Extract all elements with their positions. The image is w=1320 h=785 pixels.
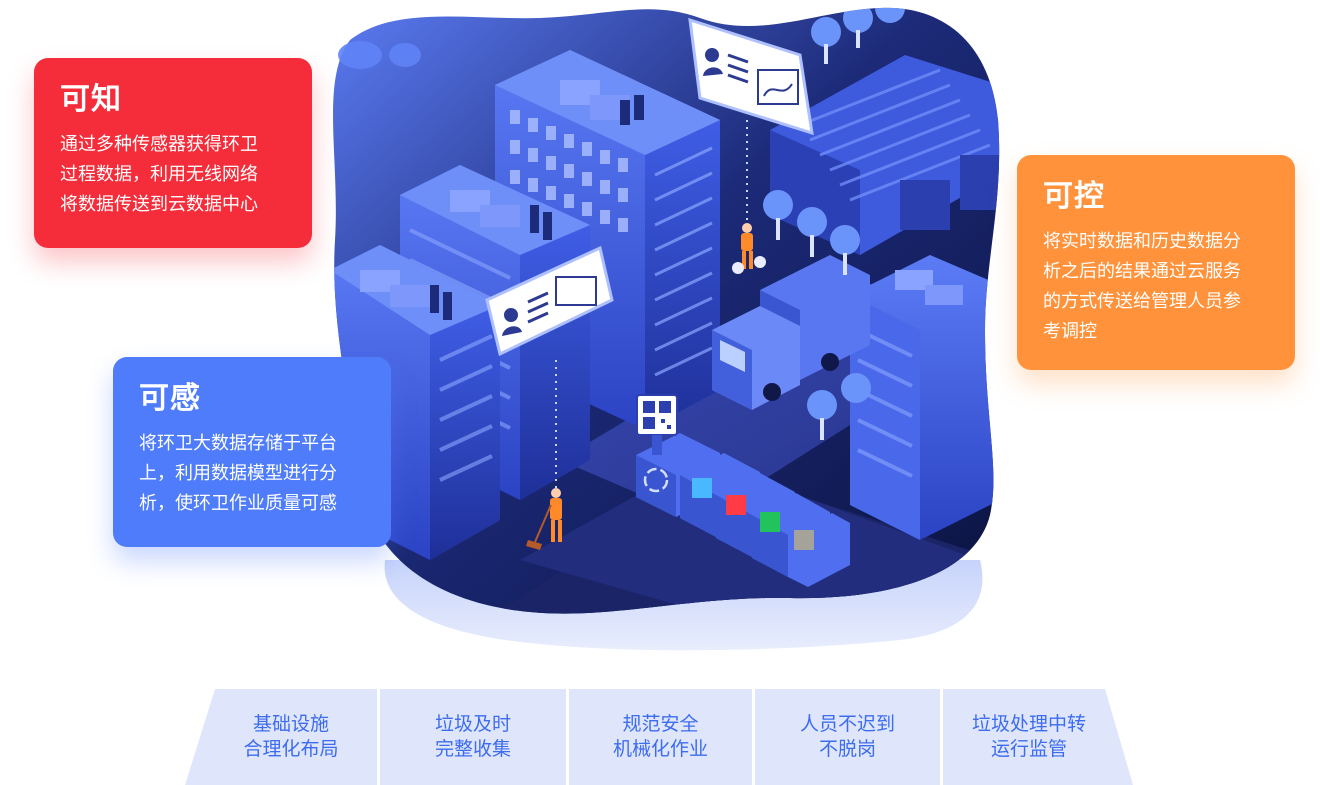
card-control-line-4: 考调控: [1043, 321, 1097, 342]
feature-infrastructure-layout: 基础设施 合理化布局: [205, 689, 377, 785]
feature-strip: 基础设施 合理化布局 垃圾及时 完整收集 规范安全 机械化作业 人员不迟到 不脱…: [185, 689, 1133, 785]
card-know-line-3: 将数据传送到云数据中心: [60, 194, 258, 215]
card-sense-title: 可感: [139, 381, 201, 416]
card-know-line-2: 过程数据，利用无线网络: [60, 164, 258, 185]
qr-code-icon: [636, 394, 678, 455]
person-id-card-icon: [485, 245, 614, 357]
card-sense-line-3: 析，使环卫作业质量可感: [139, 493, 337, 514]
feature-transfer-supervision: 垃圾处理中转 运行监管: [943, 689, 1115, 785]
card-know-title: 可知: [60, 82, 122, 117]
feature-timely-collection: 垃圾及时 完整收集: [380, 689, 566, 785]
feature-strip-background: [185, 689, 1133, 785]
card-control: 可控 将实时数据和历史数据分 析之后的结果通过云服务 的方式传送给管理人员参 考…: [1017, 155, 1295, 370]
card-know-line-1: 通过多种传感器获得环卫: [60, 134, 258, 155]
card-sense: 可感 将环卫大数据存储于平台 上，利用数据模型进行分 析，使环卫作业质量可感: [113, 357, 391, 547]
feature-safe-mechanized-work: 规范安全 机械化作业: [569, 689, 752, 785]
recycle-icon: [643, 467, 669, 493]
feature-1-line-2: 合理化布局: [243, 738, 339, 760]
feature-2-line-1: 垃圾及时: [434, 713, 511, 735]
feature-4-line-2: 不脱岗: [818, 738, 876, 760]
feature-4-line-1: 人员不迟到: [799, 713, 895, 735]
card-control-line-2: 析之后的结果通过云服务: [1043, 261, 1241, 282]
feature-1-line-1: 基础设施: [252, 713, 329, 735]
feature-staff-attendance: 人员不迟到 不脱岗: [755, 689, 940, 785]
card-know: 可知 通过多种传感器获得环卫 过程数据，利用无线网络 将数据传送到云数据中心: [34, 58, 312, 248]
card-control-line-1: 将实时数据和历史数据分: [1043, 231, 1241, 252]
card-sense-line-2: 上，利用数据模型进行分: [139, 463, 337, 484]
feature-3-line-1: 规范安全: [622, 713, 699, 735]
feature-5-line-1: 垃圾处理中转: [971, 713, 1086, 735]
feature-5-line-2: 运行监管: [990, 738, 1067, 760]
card-control-title: 可控: [1043, 179, 1105, 214]
card-sense-line-1: 将环卫大数据存储于平台: [139, 433, 337, 454]
card-control-line-3: 的方式传送给管理人员参: [1043, 291, 1241, 312]
feature-3-line-2: 机械化作业: [612, 738, 708, 760]
feature-2-line-2: 完整收集: [434, 738, 511, 760]
map-card-icon: [688, 17, 814, 136]
